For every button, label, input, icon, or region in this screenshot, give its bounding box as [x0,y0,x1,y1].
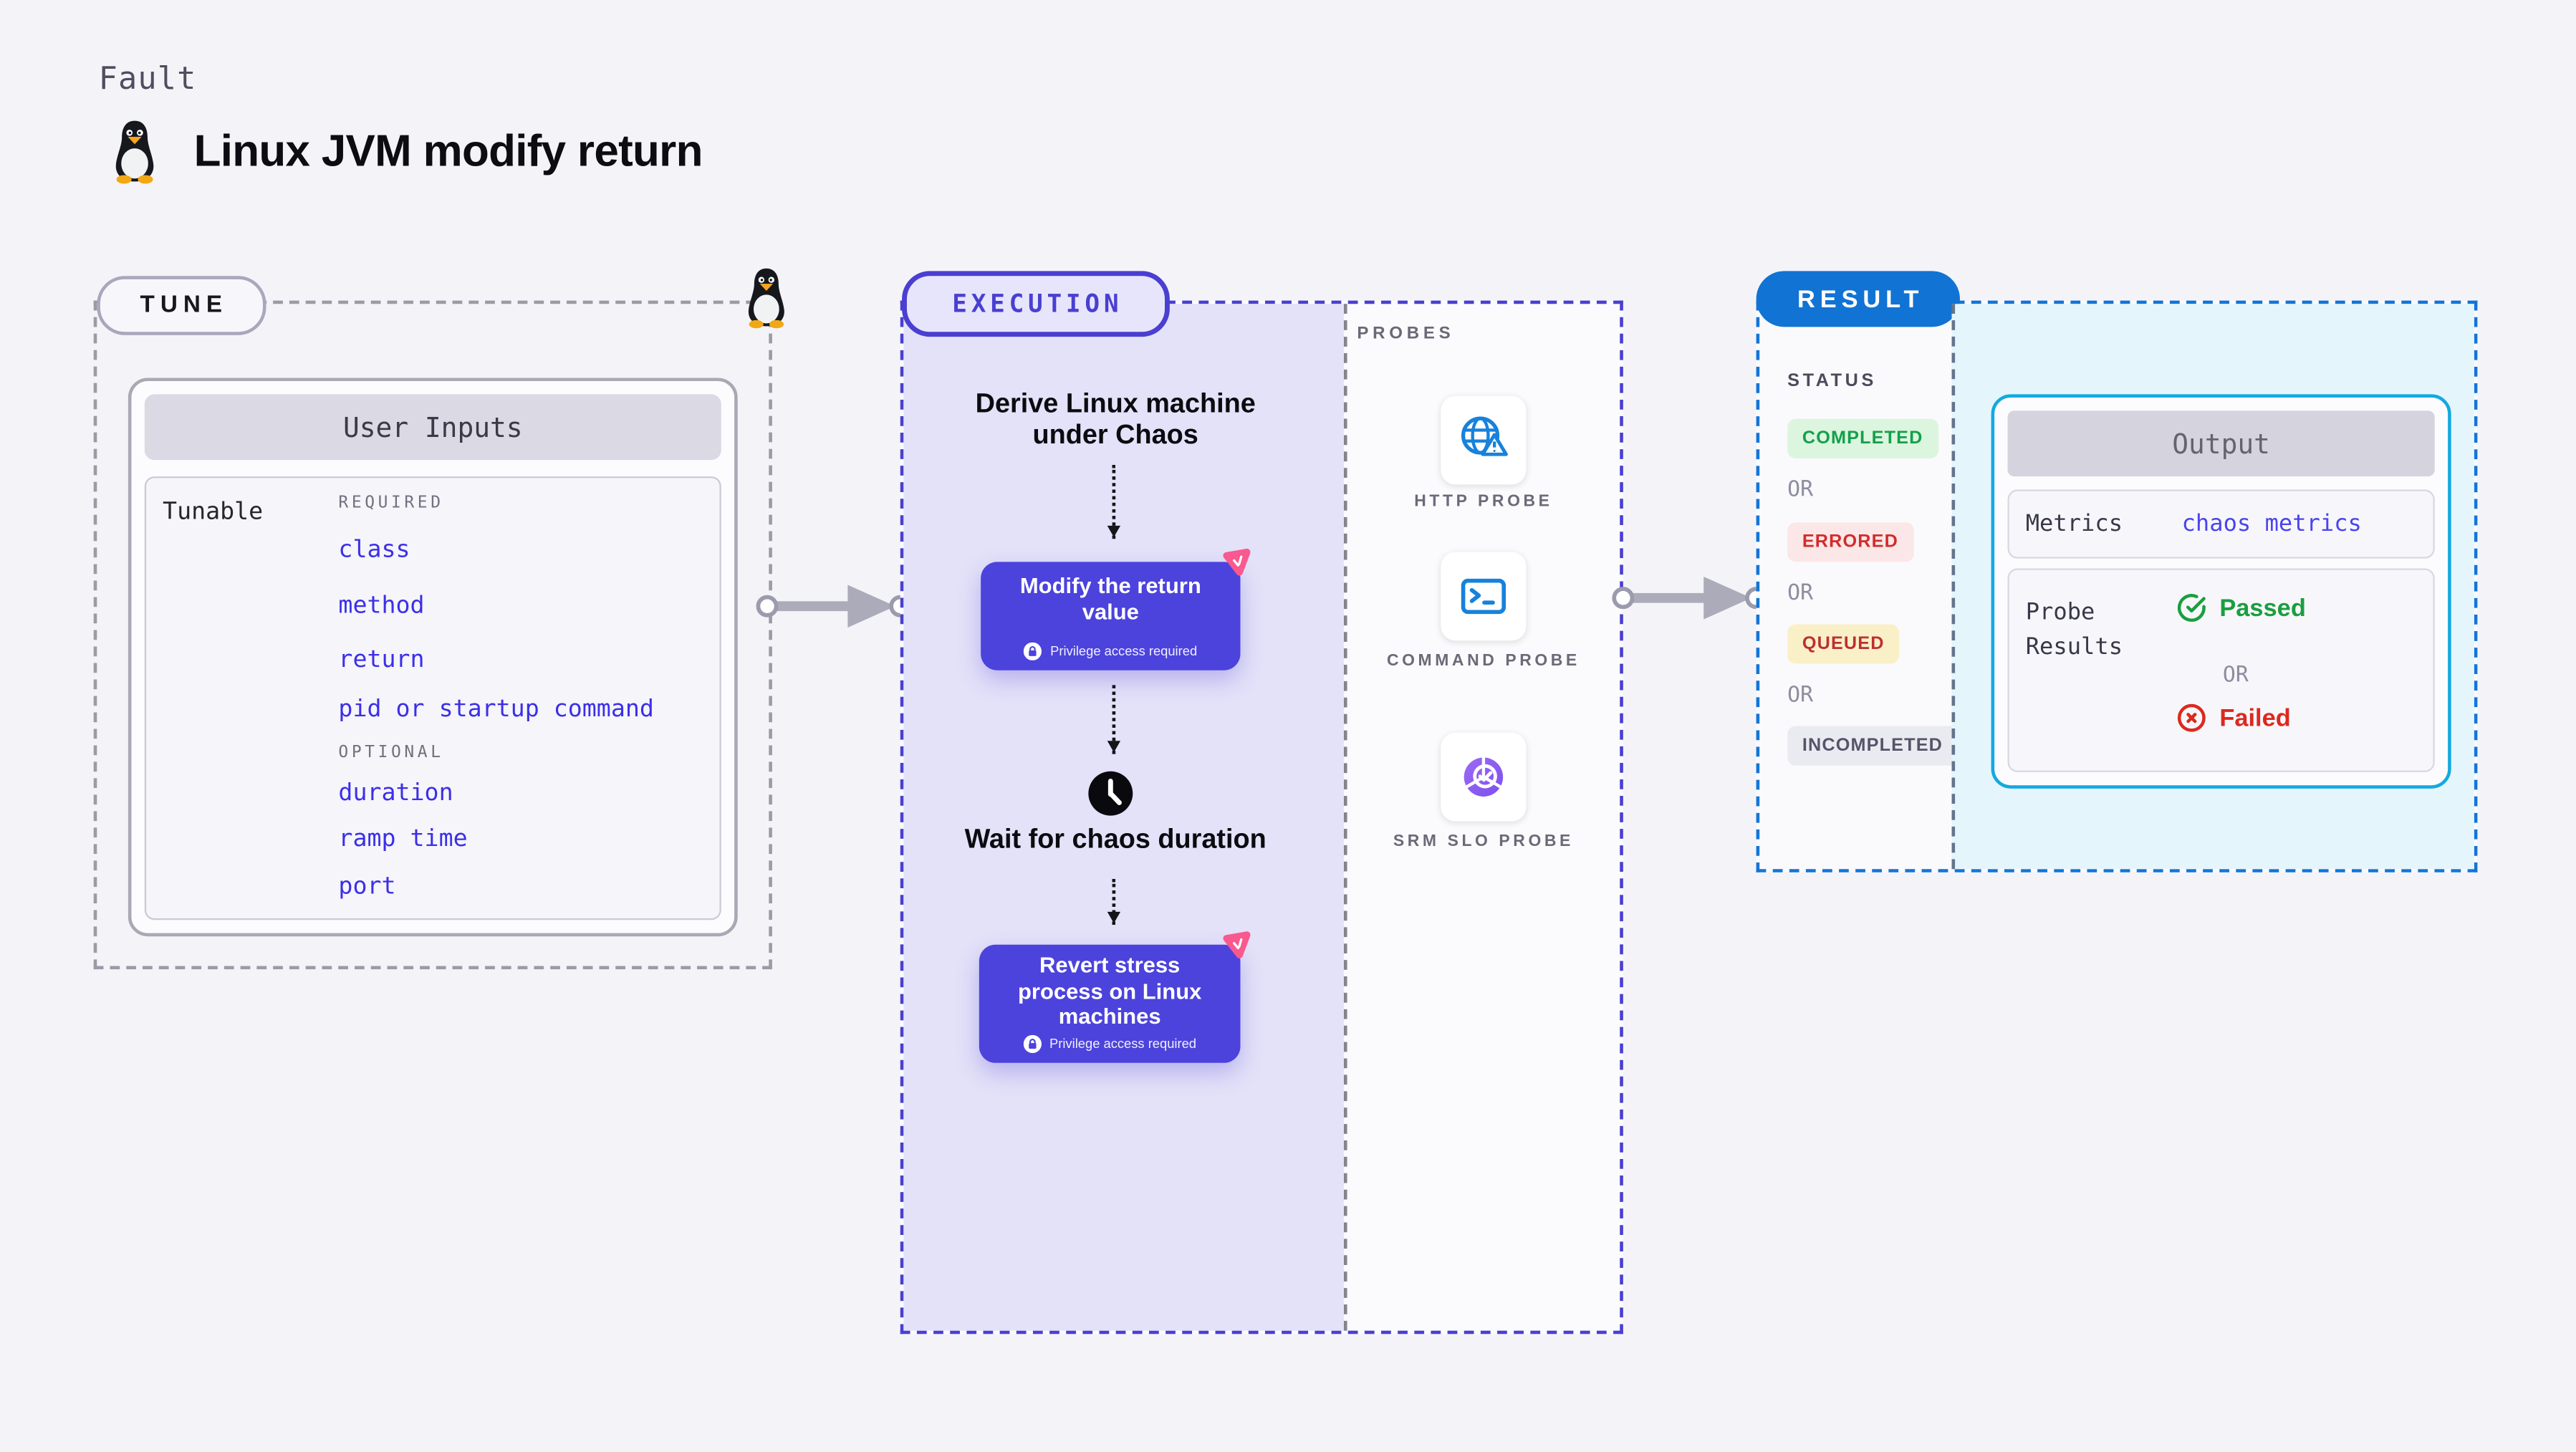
privilege-note: Privilege access required [1049,1037,1197,1052]
derive-step-text: Derive Linux machine under Chaos [975,389,1256,451]
or-label: OR [1787,581,1814,607]
step-title: Revert stress process on Linux machines [1017,953,1202,1029]
status-badge-queued: QUEUED [1787,624,1900,664]
passed-label: Passed [2219,594,2306,622]
chaos-metrics-link[interactable]: chaos metrics [2181,511,2362,537]
http-probe-card[interactable] [1441,395,1527,485]
output-panel: Output Metrics chaos metrics Probe Resul… [1951,304,2474,870]
output-card: Output Metrics chaos metrics Probe Resul… [1991,394,2451,789]
input-duration[interactable]: duration [338,780,453,807]
title-row: Linux JVM modify return [108,118,703,184]
status-label: STATUS [1787,371,1877,391]
page-title: Linux JVM modify return [193,125,703,176]
input-class[interactable]: class [338,537,410,564]
input-pid-or-startup-command[interactable]: pid or startup command [338,696,654,723]
or-label: OR [1787,478,1814,503]
globe-alert-icon [1452,409,1514,471]
result-badge: RESULT [1756,271,1960,327]
passed-status: Passed [2177,593,2306,622]
status-badge-incompleted: INCOMPLETED [1787,726,1958,766]
execution-to-result-arrow [1608,565,1767,631]
revert-stress-step[interactable]: Revert stress process on Linux machines … [979,931,1251,1063]
chaos-icon [1221,930,1252,961]
fault-kicker: Fault [98,60,197,97]
terminal-icon [1452,565,1514,628]
execution-flow-panel [903,304,1344,1331]
flow-arrow-1 [1106,465,1120,539]
input-ramp-time[interactable]: ramp time [338,826,468,853]
tunable-label: Tunable [163,499,264,526]
failed-status: Failed [2177,703,2291,733]
slo-donut-check-icon [1452,746,1514,808]
metrics-label: Metrics [2025,511,2123,537]
http-probe-label: HTTP PROBE [1414,493,1553,511]
x-circle-icon [2177,703,2206,733]
privilege-note: Privilege access required [1050,644,1198,659]
tune-section: TUNE User Inputs Tunable REQUIRED class … [93,268,784,970]
input-port[interactable]: port [338,874,396,900]
or-label: OR [1787,683,1814,708]
status-badge-errored: ERRORED [1787,522,1913,562]
lock-icon [1023,1034,1042,1054]
command-probe-card[interactable] [1441,552,1527,641]
input-return[interactable]: return [338,647,425,674]
probe-results-row: Probe Results Passed OR [2007,568,2435,772]
output-title: Output [2007,410,2435,477]
tune-to-execution-arrow [752,573,910,639]
probes-divider [1343,304,1347,1331]
srm-slo-probe-card[interactable] [1441,732,1527,822]
srm-slo-probe-label: SRM SLO PROBE [1393,832,1574,851]
clock-icon [1087,771,1133,817]
flow-arrow-3 [1106,878,1120,925]
user-inputs-title: User Inputs [144,394,721,461]
wait-step-text: Wait for chaos duration [964,824,1267,855]
failed-label: Failed [2219,703,2291,732]
user-inputs-card: User Inputs Tunable REQUIRED class metho… [128,378,738,937]
linux-tux-corner-icon [739,266,794,329]
required-label: REQUIRED [338,494,444,513]
command-probe-label: COMMAND PROBE [1386,652,1580,670]
status-badge-completed: COMPLETED [1787,418,1938,458]
step-title: Modify the return value [1019,573,1201,624]
optional-label: OPTIONAL [338,744,444,763]
linux-tux-icon [108,118,160,184]
user-inputs-table: Tunable REQUIRED class method return pid… [144,476,721,920]
chaos-icon [1221,547,1252,579]
probe-results-label: Probe Results [2025,600,2123,660]
metrics-row: Metrics chaos metrics [2007,489,2435,559]
execution-badge: EXECUTION [902,271,1170,337]
or-label: OR [2222,663,2249,688]
input-method[interactable]: method [338,592,425,620]
check-circle-icon [2177,593,2206,622]
execution-section: EXECUTION Derive Linux machine under Cha… [900,271,1623,1335]
flow-arrow-2 [1106,685,1120,754]
lock-icon [1024,642,1042,660]
result-section: RESULT STATUS COMPLETED OR ERRORED OR QU… [1756,271,2478,872]
tune-badge: TUNE [97,276,266,335]
modify-return-step[interactable]: Modify the return value Privilege access… [981,548,1251,670]
probes-label: PROBES [1357,323,1455,344]
